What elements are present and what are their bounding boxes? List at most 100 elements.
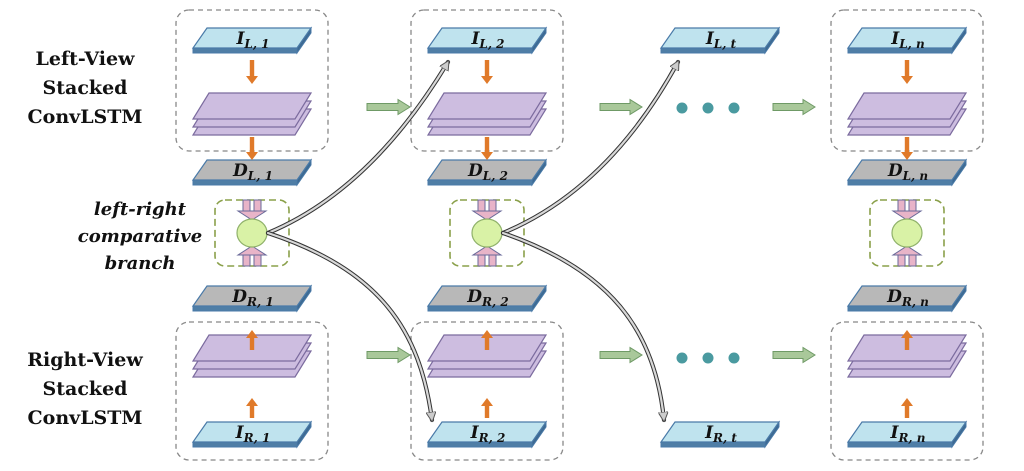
arrow-shaft (897, 199, 906, 212)
plate-label: DL, n (887, 161, 928, 183)
comparison-box (214, 199, 290, 267)
right-module-box (410, 321, 564, 461)
plate-label: DL, 2 (467, 161, 508, 183)
arrow-head (481, 76, 493, 84)
left-right-comparison (869, 199, 945, 267)
curve-outline (265, 59, 451, 236)
convlstm-layer (426, 92, 548, 120)
arrow-head (246, 152, 258, 160)
input-to-convlstm-arrow (481, 398, 493, 418)
plate-label: IR, n (889, 423, 925, 445)
comparison-box (449, 199, 525, 267)
recurrent-arrow-left (772, 98, 816, 116)
plate-top-face (191, 27, 313, 49)
input-to-convlstm-arrow (481, 60, 493, 84)
compare-input-arrow-left (471, 199, 503, 221)
arrow-shaft (904, 338, 910, 350)
right-view-label-line: Right-View (27, 349, 143, 371)
plate-label-main: I (705, 29, 715, 49)
plate-top-face (659, 421, 781, 443)
plate-label: IL, 1 (235, 29, 269, 51)
plate-label-subscript: R, n (901, 295, 929, 309)
input-to-convlstm-arrow (901, 398, 913, 418)
feedback-arrow-to-right-input (500, 230, 667, 423)
arrow-head (891, 245, 923, 256)
plate-label-subscript: R, 2 (481, 295, 509, 309)
convlstm-layer (191, 92, 313, 120)
plate-label-main: D (232, 161, 248, 181)
plate-label: DL, 1 (232, 161, 273, 183)
left-view-label: Left-View Stacked ConvLSTM (10, 45, 160, 132)
recurrent-arrow-right (366, 346, 411, 364)
curve-fill (501, 231, 664, 420)
plate-top-face (426, 27, 548, 49)
plate-label: IL, 2 (470, 29, 504, 51)
arrow-shaft (477, 254, 486, 267)
recurrent-arrow-left (599, 98, 643, 116)
plate-label-main: D (887, 161, 903, 181)
input-left-plate: IL, t (659, 26, 781, 55)
input-right-plate: IR, t (659, 420, 781, 449)
plate-top-face (426, 285, 548, 307)
arrow-head (481, 330, 493, 338)
left-convlstm-stack (846, 92, 968, 136)
plate-label: IR, 1 (235, 423, 271, 445)
comparative-branch-label: left-right comparative branch (55, 196, 225, 277)
arrow-shaft (242, 254, 251, 267)
plate-label-subscript: R, 2 (478, 431, 506, 445)
right-module-box (175, 321, 329, 461)
arrow-shaft (904, 137, 910, 152)
ellipsis-dot (676, 102, 688, 114)
depth-right-plate: DR, 1 (191, 284, 313, 313)
plate-label: IL, t (705, 29, 737, 51)
plate-label-main: I (235, 423, 245, 443)
curve-outline (265, 230, 435, 423)
convlstm-to-depth-arrow (246, 137, 258, 160)
curve-outline (500, 230, 667, 423)
plate-label-subscript: R, n (897, 431, 925, 445)
depth-right-plate: DR, 2 (426, 284, 548, 313)
plate-label-subscript: L, n (898, 37, 925, 51)
left-right-comparison (214, 199, 290, 267)
arrow-shaft (904, 60, 910, 76)
convlstm-layer (846, 92, 968, 120)
plate-top-face (191, 421, 313, 443)
arrow-shaft (249, 338, 255, 350)
arrow-head (901, 76, 913, 84)
left-view-label-line: Stacked (42, 77, 128, 99)
plate-top-face (846, 421, 968, 443)
arrow-shaft (477, 199, 486, 212)
ellipsis-dot (728, 352, 740, 364)
depth-left-plate: DL, 1 (191, 158, 313, 187)
compare-input-arrow-right (236, 245, 268, 267)
plate-top-face (846, 159, 968, 181)
arrow-shaft (253, 199, 262, 212)
arrow-head (471, 210, 503, 221)
left-right-comparison (449, 199, 525, 267)
compare-input-arrow-left (891, 199, 923, 221)
plate-label-subscript: L, n (902, 169, 929, 183)
arrow-shaft (484, 60, 490, 76)
plate-label-main: I (704, 423, 714, 443)
arrow-shaft (484, 137, 490, 152)
input-to-convlstm-arrow (246, 60, 258, 84)
arrow-shaft (484, 338, 490, 350)
left-view-label-line: ConvLSTM (27, 106, 143, 128)
branch-label-line: comparative (77, 226, 203, 247)
convlstm-to-depth-arrow (901, 330, 913, 350)
plate-label-subscript: L, 2 (478, 37, 504, 51)
arrow-head (471, 245, 503, 256)
arrow-shape (772, 98, 816, 116)
right-view-label-line: Stacked (42, 378, 128, 400)
plate-top-face (846, 27, 968, 49)
arrow-shape (599, 346, 643, 364)
recurrent-arrow-right (772, 346, 816, 364)
plate-label-main: I (235, 29, 245, 49)
curve-fill (501, 62, 678, 235)
right-view-label-line: ConvLSTM (27, 407, 143, 429)
input-left-plate: IL, n (846, 26, 968, 55)
compare-input-arrow-right (471, 245, 503, 267)
plate-label-main: D (467, 161, 483, 181)
arrow-shaft (904, 406, 910, 418)
